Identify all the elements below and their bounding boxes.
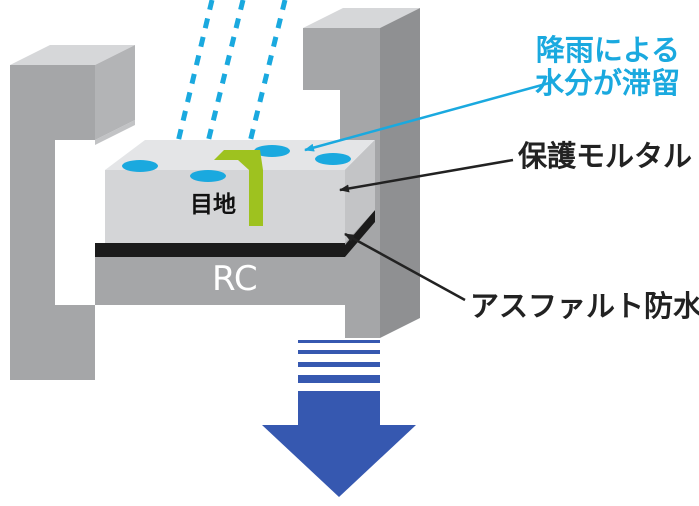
asphalt-label: アスファルト防水 xyxy=(470,289,699,323)
joint-strip xyxy=(214,150,263,226)
mortar-label: 保護モルタル xyxy=(518,139,693,173)
rain-label-line1: 降雨による xyxy=(535,33,680,67)
rain-label-line2: 水分が滞留 xyxy=(534,66,680,101)
rain-callout-arrow xyxy=(304,80,554,152)
water-pools xyxy=(122,145,351,182)
rain-streaks-icon xyxy=(175,0,288,143)
rain-label: 降雨による 水分が滞留 xyxy=(500,33,680,101)
joint-label: 目地 xyxy=(190,192,236,218)
asphalt-callout-arrow xyxy=(344,232,466,302)
down-arrow-icon xyxy=(262,340,416,497)
mortar-callout-arrow xyxy=(339,158,514,193)
rc-label: RC xyxy=(212,259,258,299)
callout-arrows xyxy=(304,80,554,302)
mortar-layer xyxy=(105,140,375,243)
asphalt-layer xyxy=(95,210,375,257)
